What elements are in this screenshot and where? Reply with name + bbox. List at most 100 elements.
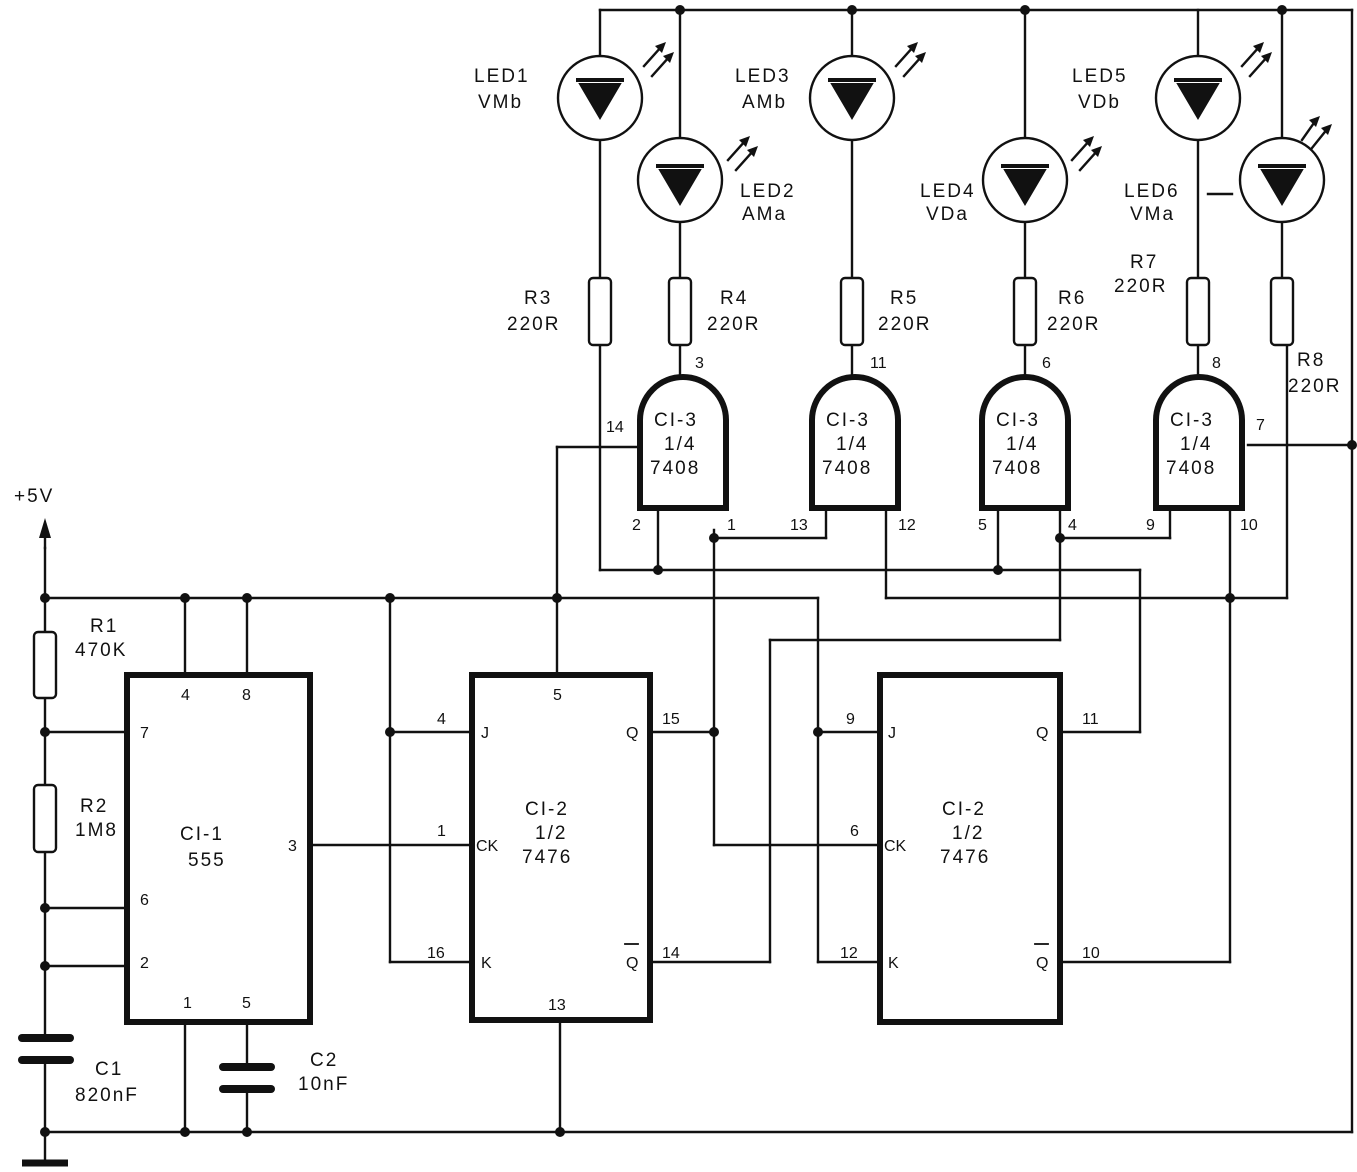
ic1-pin-8: 8: [242, 687, 251, 704]
diode-icon: [1176, 83, 1220, 120]
wiring: [22, 8, 1354, 1167]
ic2a-pin-5: 5: [553, 687, 562, 704]
light-arrows-icon: [726, 136, 758, 172]
g4-pin-gnd: 7: [1256, 417, 1265, 434]
ic2a-pin-1: 1: [437, 823, 446, 840]
supply-arrow-icon: [39, 518, 51, 538]
led1-color: VMb: [478, 92, 523, 113]
light-arrows-icon: [1070, 136, 1102, 172]
led4-name: LED4: [920, 181, 976, 202]
ic2b-pin-10: 10: [1082, 945, 1100, 962]
led-5: LED5 VDb: [1072, 42, 1272, 142]
ic-555: CI-1 555 4 8 7 3 6 2 1 5: [124, 672, 313, 1025]
and-gate-1: CI-3 1/4 7408 3 14 2 1: [606, 355, 736, 534]
ic1-pin-4: 4: [181, 687, 190, 704]
led5-name: LED5: [1072, 66, 1128, 87]
r8-value: 220R: [1288, 376, 1341, 397]
resistor-r7: R7 220R: [1114, 252, 1211, 347]
light-arrows-icon: [1300, 116, 1332, 150]
resistor-r2: R2 1M8: [32, 783, 118, 854]
ic2a-label-q: Q: [626, 725, 638, 742]
r7-value: 220R: [1114, 276, 1167, 297]
diode-icon: [1003, 169, 1047, 206]
led6-name: LED6: [1124, 181, 1180, 202]
g1-pin-a: 2: [632, 517, 641, 534]
and-gate-3: CI-3 1/4 7408 6 5 4: [978, 355, 1077, 534]
g2-name: CI-3: [826, 410, 870, 431]
supply-5v: +5V: [14, 486, 52, 550]
g4-type: 7408: [1166, 458, 1216, 479]
diode-icon: [1260, 169, 1304, 206]
led3-color: AMb: [742, 92, 787, 113]
ic2b-pin-6: 6: [850, 823, 859, 840]
ic2a-pin-14: 14: [662, 945, 680, 962]
ic-7476-a: CI-2 1/2 7476 J CK K Q Q 5 4 1 16 15 14 …: [427, 672, 680, 1023]
light-arrows-icon: [894, 42, 926, 78]
led-1: LED1 VMb: [474, 42, 674, 142]
g3-pin-b: 4: [1068, 517, 1077, 534]
g4-pin-a: 9: [1146, 517, 1155, 534]
ic2a-label-k: K: [481, 955, 492, 972]
ic2a-label-qbar: Q: [626, 955, 638, 972]
r2-value: 1M8: [75, 820, 118, 841]
g1-name: CI-3: [654, 410, 698, 431]
diode-icon: [578, 83, 622, 120]
ic2a-label-j: J: [481, 725, 489, 742]
ic2a-name: CI-2: [525, 799, 569, 820]
g4-pin-out: 8: [1212, 355, 1221, 372]
resistor-r5: R5 220R: [839, 276, 929, 347]
led1-name: LED1: [474, 66, 530, 87]
led3-name: LED3: [735, 66, 791, 87]
r1-value: 470K: [75, 640, 127, 661]
ic2b-label-qbar: Q: [1036, 955, 1048, 972]
g2-pin-b: 12: [898, 517, 916, 534]
g2-part: 1/4: [836, 434, 868, 455]
r2-name: R2: [80, 796, 108, 817]
led-2: LED2 AMa: [636, 136, 796, 225]
ic2a-label-ck: CK: [476, 838, 499, 855]
r6-name: R6: [1058, 288, 1086, 309]
ic2a-pin-15: 15: [662, 711, 680, 728]
ic2b-label-k: K: [888, 955, 899, 972]
resistor-r3: R3 220R: [507, 276, 613, 347]
led-6: LED6 VMa: [1124, 116, 1332, 225]
g1-pin-vcc: 14: [606, 419, 624, 436]
ic1-pin-1: 1: [183, 995, 192, 1012]
resistor-r6: R6 220R: [1012, 276, 1098, 347]
g3-pin-a: 5: [978, 517, 987, 534]
ic2a-pin-4: 4: [437, 711, 446, 728]
led6-color: VMa: [1130, 204, 1175, 225]
g4-part: 1/4: [1180, 434, 1212, 455]
r7-name: R7: [1130, 252, 1158, 273]
c2-value: 10nF: [298, 1074, 349, 1095]
g4-name: CI-3: [1170, 410, 1214, 431]
led4-color: VDa: [926, 204, 969, 225]
g2-type: 7408: [822, 458, 872, 479]
ic1-type: 555: [188, 850, 226, 871]
g1-pin-b: 1: [727, 517, 736, 534]
ic1-pin-3: 3: [288, 838, 297, 855]
r4-value: 220R: [707, 314, 760, 335]
ic2b-pin-11: 11: [1082, 711, 1099, 728]
ic1-pin-6: 6: [140, 892, 149, 909]
g3-pin-out: 6: [1042, 355, 1051, 372]
ic1-pin-2: 2: [140, 955, 149, 972]
r3-name: R3: [524, 288, 552, 309]
ic2a-type: 7476: [522, 847, 572, 868]
g3-name: CI-3: [996, 410, 1040, 431]
led-3: LED3 AMb: [735, 42, 926, 142]
ic2b-label-q: Q: [1036, 725, 1048, 742]
ic1-pin-5: 5: [242, 995, 251, 1012]
ic2a-pin-16: 16: [427, 945, 445, 962]
ic2a-part: 1/2: [535, 823, 567, 844]
ic2b-pin-9: 9: [846, 711, 855, 728]
and-gate-4: CI-3 1/4 7408 8 7 9 10: [1146, 355, 1265, 534]
light-arrows-icon: [642, 42, 674, 78]
resistor-r4: R4 220R: [667, 276, 760, 347]
ic1-name: CI-1: [180, 824, 224, 845]
capacitor-c1: C1 820nF: [18, 1034, 137, 1106]
ic2b-part: 1/2: [952, 823, 984, 844]
led2-name: LED2: [740, 181, 796, 202]
ic2b-name: CI-2: [942, 799, 986, 820]
